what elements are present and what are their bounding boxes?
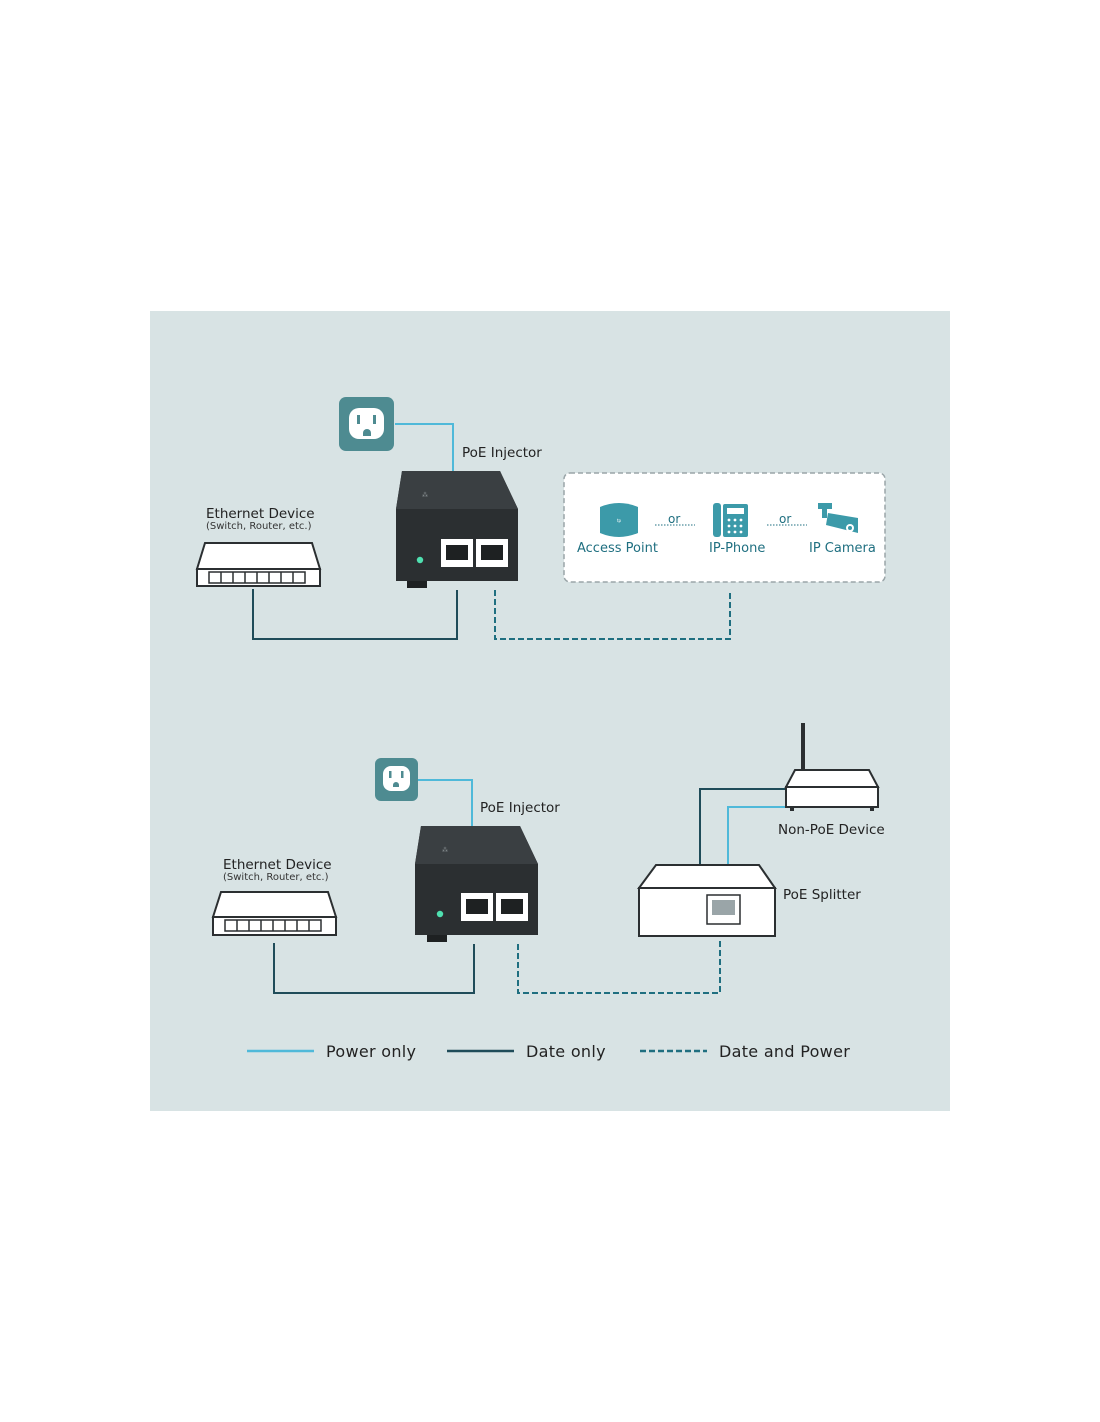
diagram-canvas: ⁂ tp <box>150 311 950 1111</box>
access-point-label: Access Point <box>577 541 658 556</box>
ethernet-device-sublabel: (Switch, Router, etc.) <box>206 521 312 532</box>
power-line-3 <box>727 806 786 864</box>
ethernet-switch-icon <box>211 891 338 936</box>
ethernet-device-sublabel: (Switch, Router, etc.) <box>223 872 329 883</box>
non-poe-router-icon <box>784 723 880 811</box>
svg-text:tp: tp <box>617 518 622 523</box>
access-point-icon: tp <box>600 503 638 537</box>
poe-injector-device: ⁂ <box>415 826 538 942</box>
legend-data-only: Date only <box>526 1042 606 1061</box>
ip-phone-icon <box>713 503 748 537</box>
poe-splitter-label: PoE Splitter <box>783 887 861 903</box>
data-power-line-1 <box>494 590 731 640</box>
ip-phone-label: IP-Phone <box>709 541 766 556</box>
injector-label: PoE Injector <box>462 445 542 461</box>
diagram-background <box>150 311 950 1111</box>
data-line-1 <box>252 589 458 640</box>
wall-outlet-icon <box>375 758 418 801</box>
ethernet-device-label: Ethernet Device <box>206 506 315 522</box>
data-power-line-2 <box>517 938 721 994</box>
injector-label: PoE Injector <box>480 800 560 816</box>
ethernet-switch-icon <box>195 542 322 587</box>
power-line-1 <box>395 423 454 471</box>
or-label-2: or <box>779 512 792 526</box>
poe-splitter-device <box>637 864 777 937</box>
svg-text:⁂: ⁂ <box>442 847 448 854</box>
svg-text:⁂: ⁂ <box>422 492 428 499</box>
legend-data-and-power: Date and Power <box>719 1042 851 1061</box>
data-line-2 <box>273 943 475 994</box>
data-line-3 <box>699 788 786 864</box>
wall-outlet-icon <box>339 397 394 451</box>
ip-camera-icon <box>818 503 858 533</box>
ethernet-device-label: Ethernet Device <box>223 857 332 873</box>
power-line-2 <box>418 779 473 826</box>
poe-diagram: ⁂ tp <box>150 311 950 1111</box>
non-poe-device-label: Non-PoE Device <box>778 822 885 838</box>
poe-injector-device: ⁂ <box>396 471 518 588</box>
legend-power-only: Power only <box>326 1042 417 1061</box>
ip-camera-label: IP Camera <box>809 541 876 556</box>
or-label-1: or <box>668 512 681 526</box>
